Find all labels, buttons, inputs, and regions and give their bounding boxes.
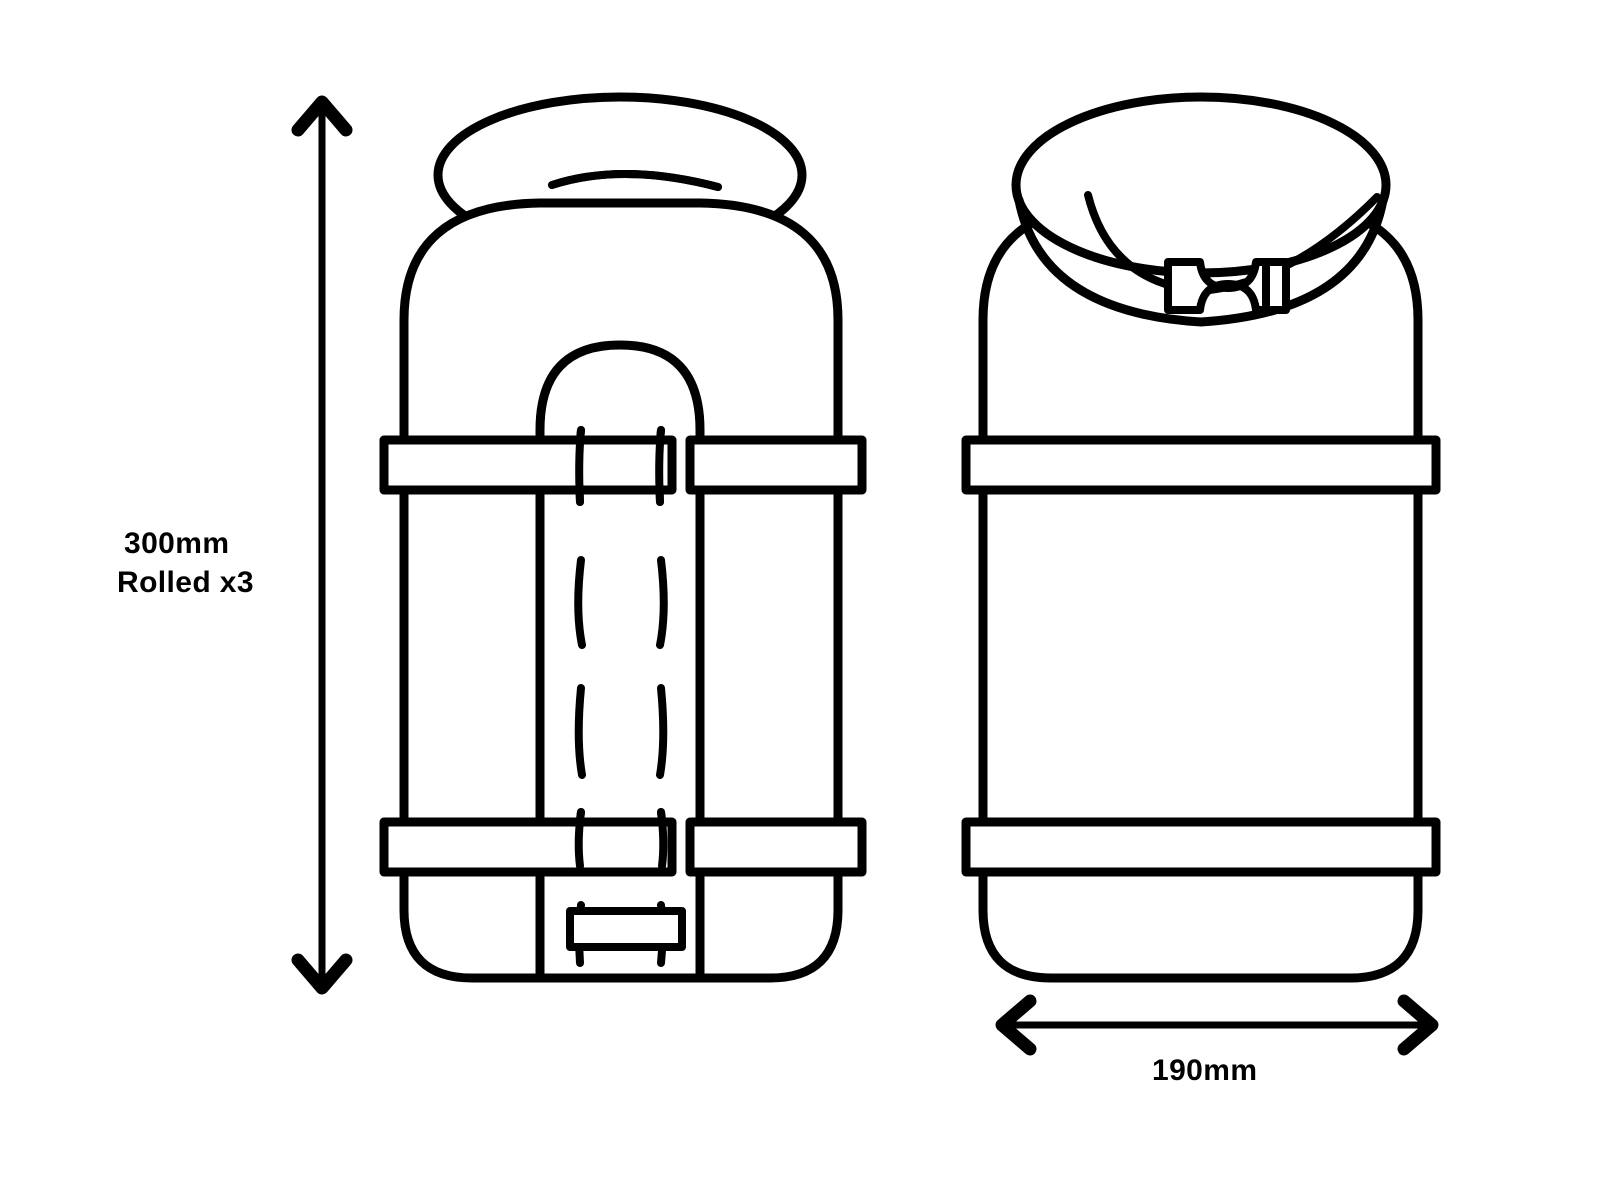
lower-compression-strap-front-right (685, 817, 867, 877)
width-label: 190mm (1152, 1054, 1257, 1087)
width-arrow-head-left (995, 994, 1037, 1056)
height-arrow-head-top (291, 95, 353, 137)
roll-top-closure-ellipse-rear (1011, 92, 1391, 278)
roll-top-lower-edge-rear (1014, 195, 1388, 327)
bag-front-view (379, 92, 867, 983)
upper-compression-strap-rear (961, 435, 1441, 495)
height-arrow-head-bottom (291, 953, 353, 995)
bag-rear-view (961, 92, 1441, 983)
stitch-dashes-over-bands (574, 426, 668, 870)
upper-compression-strap-front-right (685, 435, 867, 495)
width-dimension-arrow (995, 994, 1439, 1056)
buckle-body (1164, 258, 1290, 314)
width-arrow-head-right (1397, 994, 1439, 1056)
centre-strap-front (535, 340, 705, 983)
height-dimension-label: 300mm Rolled x3 (117, 527, 254, 599)
height-dimension-arrow (291, 95, 353, 995)
roll-top-crease-front-overlay (548, 170, 722, 191)
side-release-buckle (1164, 258, 1290, 314)
height-label-line-1: 300mm (124, 527, 229, 560)
lower-compression-strap-front-left (379, 817, 677, 877)
lower-compression-strap-rear (961, 817, 1441, 877)
bag-body-outline-front (399, 198, 843, 983)
height-label-line-2: Rolled x3 (117, 566, 254, 599)
width-dimension-label: 190mm (1152, 1054, 1257, 1087)
label-tab-front (566, 907, 686, 951)
upper-compression-strap-front-left (379, 435, 677, 495)
